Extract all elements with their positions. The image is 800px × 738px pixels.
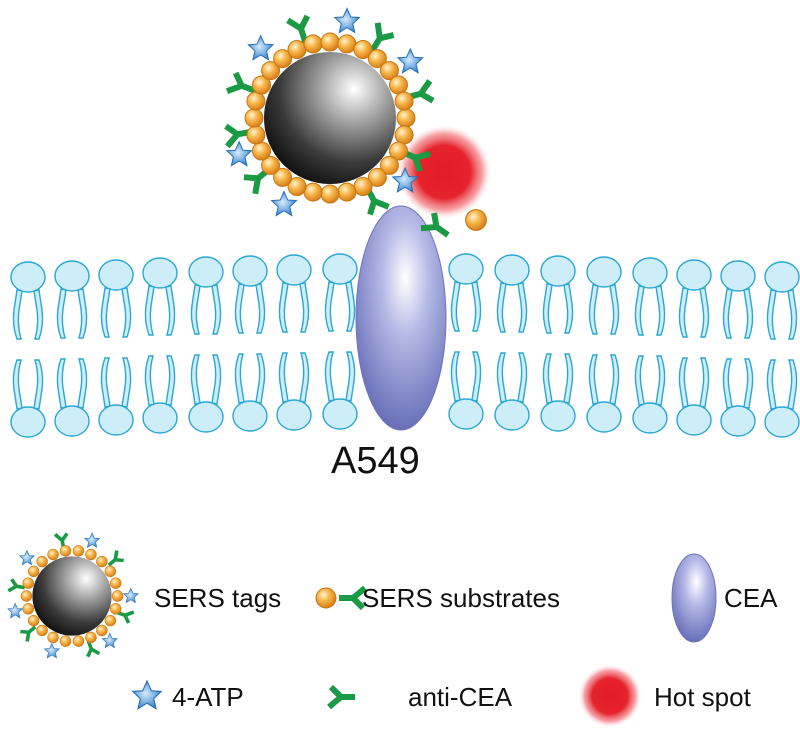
lipid-outer [448, 253, 484, 332]
atp-star [397, 48, 424, 74]
bead [36, 624, 48, 637]
bead [72, 635, 85, 647]
legend-anti-cea-icon [329, 687, 355, 707]
legend-label-sers-substrates: SERS substrates [362, 583, 560, 613]
bead [27, 565, 40, 578]
bead [396, 108, 416, 128]
lipid-outer [764, 261, 800, 340]
legend-label-anti-cea: anti-CEA [408, 682, 513, 712]
bead [246, 91, 266, 111]
legend-label-sers-tags: SERS tags [154, 583, 282, 613]
hot-spot [396, 124, 492, 220]
lipid-outer [54, 260, 90, 339]
legend-4-atp-icon [132, 680, 162, 710]
bead [96, 555, 108, 568]
lipid-outer [322, 253, 358, 332]
lipid-inner [142, 355, 178, 434]
bead [337, 182, 357, 202]
gold-core [264, 52, 396, 184]
lipid-inner [10, 359, 46, 438]
lipid-inner [322, 351, 358, 430]
atp-star [334, 7, 360, 33]
bead [22, 577, 34, 589]
legend-hot-spot-icon [578, 664, 642, 728]
lipid-outer [676, 259, 712, 338]
bead [104, 565, 117, 578]
lipid-outer [632, 257, 668, 336]
lipid-outer [276, 254, 312, 333]
lipid-inner [632, 355, 668, 434]
lipid-outer [720, 260, 756, 339]
atp-star [123, 587, 139, 603]
bead [303, 34, 323, 54]
legend-label-4-atp: 4-ATP [172, 682, 244, 712]
bead [110, 603, 122, 615]
bead [244, 108, 264, 128]
bead [303, 182, 323, 202]
atp-star [7, 603, 23, 619]
lipid-inner [232, 353, 268, 432]
bead [59, 545, 72, 557]
legend [6, 530, 717, 728]
atp-star [84, 532, 100, 548]
lipid-inner [188, 354, 224, 433]
bead [388, 75, 408, 95]
bead [85, 548, 97, 561]
lipid-outer [98, 259, 134, 338]
bead [353, 176, 373, 196]
lipid-inner [764, 359, 800, 438]
atp-star [271, 191, 297, 217]
bead [22, 603, 34, 615]
lipid-inner [98, 357, 134, 436]
cell-label: A549 [331, 440, 420, 482]
sers-tag [224, 7, 435, 217]
bead [111, 590, 124, 602]
bead [337, 34, 357, 54]
lipid-outer [142, 257, 178, 336]
bead [85, 631, 97, 644]
cea-protein [355, 205, 447, 431]
bead [320, 32, 340, 52]
bead [59, 635, 72, 647]
bead [47, 631, 59, 644]
lipid-outer [494, 254, 530, 333]
lipid-inner [720, 358, 756, 437]
atp-star [44, 643, 60, 659]
gold-core [32, 556, 112, 636]
bead [27, 614, 40, 627]
bead [320, 184, 340, 204]
bead [36, 555, 48, 568]
lipid-inner [448, 351, 484, 430]
bead [96, 624, 108, 637]
lipid-inner [494, 352, 530, 431]
bead [20, 590, 33, 602]
lipid-inner [54, 358, 90, 437]
bead [104, 614, 117, 627]
legend-label-hot-spot: Hot spot [654, 682, 751, 712]
legend-label-cea: CEA [724, 583, 778, 613]
bead [47, 548, 59, 561]
lipid-inner [540, 353, 576, 432]
lipid-outer [188, 256, 224, 335]
lipid-outer [232, 255, 268, 334]
atp-star [19, 550, 35, 566]
bead [252, 141, 272, 161]
lipid-outer [10, 261, 46, 340]
bead [110, 577, 122, 589]
bead [394, 91, 414, 111]
lipid-outer [586, 256, 622, 335]
lipid-inner [586, 354, 622, 433]
lipid-inner [276, 352, 312, 431]
lipid-inner [676, 357, 712, 436]
bead [394, 125, 414, 145]
legend-cea-icon [671, 553, 717, 643]
legend-sers-tags-icon [6, 530, 139, 660]
bead [72, 545, 85, 557]
atp-star [247, 35, 274, 61]
legend-sers-substrates-icon [315, 588, 365, 608]
lipid-outer [540, 255, 576, 334]
bead [246, 125, 266, 145]
bead [287, 40, 307, 60]
